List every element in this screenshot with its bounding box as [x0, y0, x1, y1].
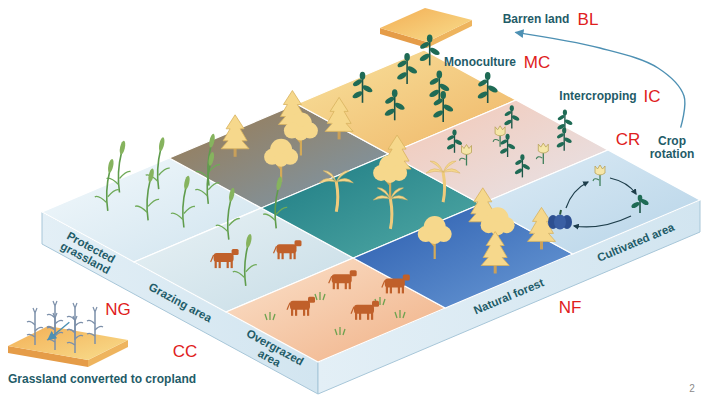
grass-tuft: [315, 292, 325, 300]
change-arrow: [48, 322, 69, 339]
abbreviation-code: MC: [524, 54, 550, 73]
crop-plant: [432, 91, 454, 122]
broadleaf-tree: [264, 139, 298, 182]
cow-figure: [274, 240, 302, 259]
grass-tuft: [265, 312, 275, 320]
land-use-zone: Grazing area: [144, 278, 217, 327]
land-use-zone: CC Grassland converted to cropland: [5, 340, 200, 390]
corn-plant: [67, 316, 83, 353]
rotation-arrow: [566, 182, 588, 208]
conifer-tree: [221, 115, 249, 157]
cow-figure: [351, 301, 379, 320]
crop-plant: [351, 72, 373, 103]
crop-plant: [384, 89, 406, 120]
flower-plant: [536, 143, 548, 164]
grass-stalk: [95, 158, 119, 210]
land-use-label: Cultivated area: [596, 222, 676, 265]
land-use-zone: Intercropping IC: [556, 85, 663, 110]
barren-tile: [380, 8, 472, 42]
cow-figure: [211, 249, 239, 268]
land-use-label: Protected grassland: [51, 226, 125, 281]
abbreviation-code: NG: [105, 301, 131, 320]
crop-plant: [556, 128, 573, 151]
flower-plant: [460, 145, 472, 166]
land-use-zone: Overgrazed area: [230, 322, 314, 384]
cultivated-tile: [481, 150, 700, 254]
crop-plant: [446, 130, 463, 153]
crop-plant: [514, 154, 531, 177]
broadleaf-tree: [418, 216, 452, 259]
crop-plant: [396, 53, 418, 84]
crop-plant: [499, 134, 516, 157]
land-use-zone: Monoculture MC: [441, 51, 553, 76]
land-use-label: Monoculture: [444, 56, 516, 69]
land-use-label: Barren land: [503, 13, 570, 26]
rotation-arrow: [610, 178, 636, 194]
grass-stalk: [233, 233, 257, 285]
rotation-arrow: [574, 216, 631, 227]
land-use-zone: Crop rotationCR Cultivated area: [593, 128, 704, 268]
page-number: 2: [689, 383, 695, 394]
land-use-zone: Protected grasslandNG: [48, 223, 134, 323]
abbreviation-code: CC: [173, 343, 198, 362]
grass-stalk: [263, 176, 287, 228]
crop-plant: [419, 34, 441, 65]
forest-tile: [353, 204, 572, 308]
cow-figure: [287, 297, 315, 316]
palm-tree: [426, 161, 460, 202]
abbreviation-code: IC: [644, 88, 661, 107]
crop-plant: [504, 105, 521, 128]
sprout-icon: [631, 195, 650, 213]
grass-stalk: [216, 187, 240, 239]
land-use-label: Overgrazed area: [233, 325, 311, 381]
corn-plant: [47, 313, 63, 350]
cow-figure: [329, 270, 357, 289]
land-use-label: Natural forest: [472, 277, 545, 317]
flower-plant: [593, 165, 605, 186]
land-use-zone: Natural forestNF: [469, 274, 584, 320]
grass-tuft: [335, 327, 345, 335]
abbreviation-code: NF: [559, 299, 582, 318]
grass-stalk: [135, 168, 159, 220]
abbreviation-code: CR: [616, 131, 641, 150]
abbreviation-code: BL: [578, 11, 599, 30]
land-use-label: Grassland converted to cropland: [8, 373, 196, 386]
crop-plant: [428, 70, 450, 101]
conifer-tree: [325, 97, 353, 139]
land-use-label: Grazing area: [147, 281, 214, 324]
grass-stalk: [171, 175, 195, 227]
crop-plant: [477, 72, 499, 103]
change-arrow: [515, 32, 684, 127]
corn-plant: [27, 308, 43, 345]
land-use-zone: Barren land BL: [500, 8, 602, 33]
grass-tuft: [395, 310, 405, 318]
corn-plant: [87, 307, 103, 344]
land-use-label: Crop rotation: [643, 135, 701, 161]
palm-tree: [373, 188, 407, 229]
palm-tree: [319, 171, 353, 212]
conifer-tree: [481, 232, 509, 274]
broadleaf-tree: [373, 155, 407, 198]
land-use-label: Intercropping: [559, 90, 636, 103]
grass-stalk: [195, 151, 219, 203]
crop-rotation-cycle: [548, 165, 649, 230]
pumpkin-icon: [548, 210, 572, 230]
cow-figure: [382, 274, 410, 293]
